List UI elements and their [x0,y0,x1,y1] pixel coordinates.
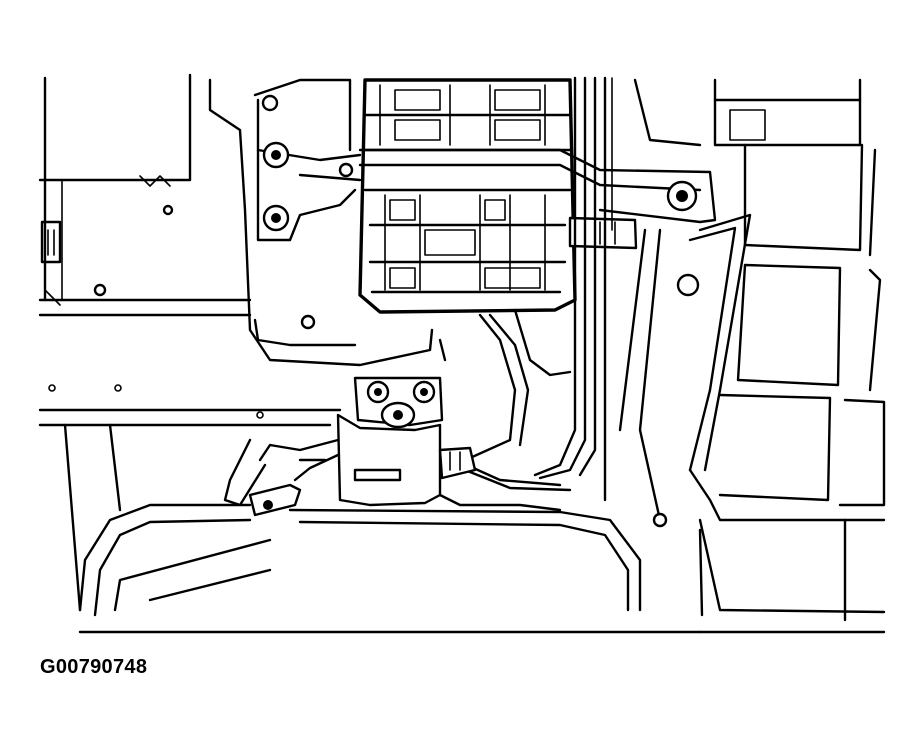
mounting-bracket [210,80,715,365]
component-location-illustration [0,0,924,640]
floor-pan-opening [80,505,884,632]
lower-component [225,378,560,515]
module-connector [570,218,636,248]
wiring-harness [440,78,612,500]
right-body-panels [620,80,884,620]
figure-caption: G00790748 [40,656,148,678]
control-module-box [360,80,575,312]
left-panel [40,75,340,610]
